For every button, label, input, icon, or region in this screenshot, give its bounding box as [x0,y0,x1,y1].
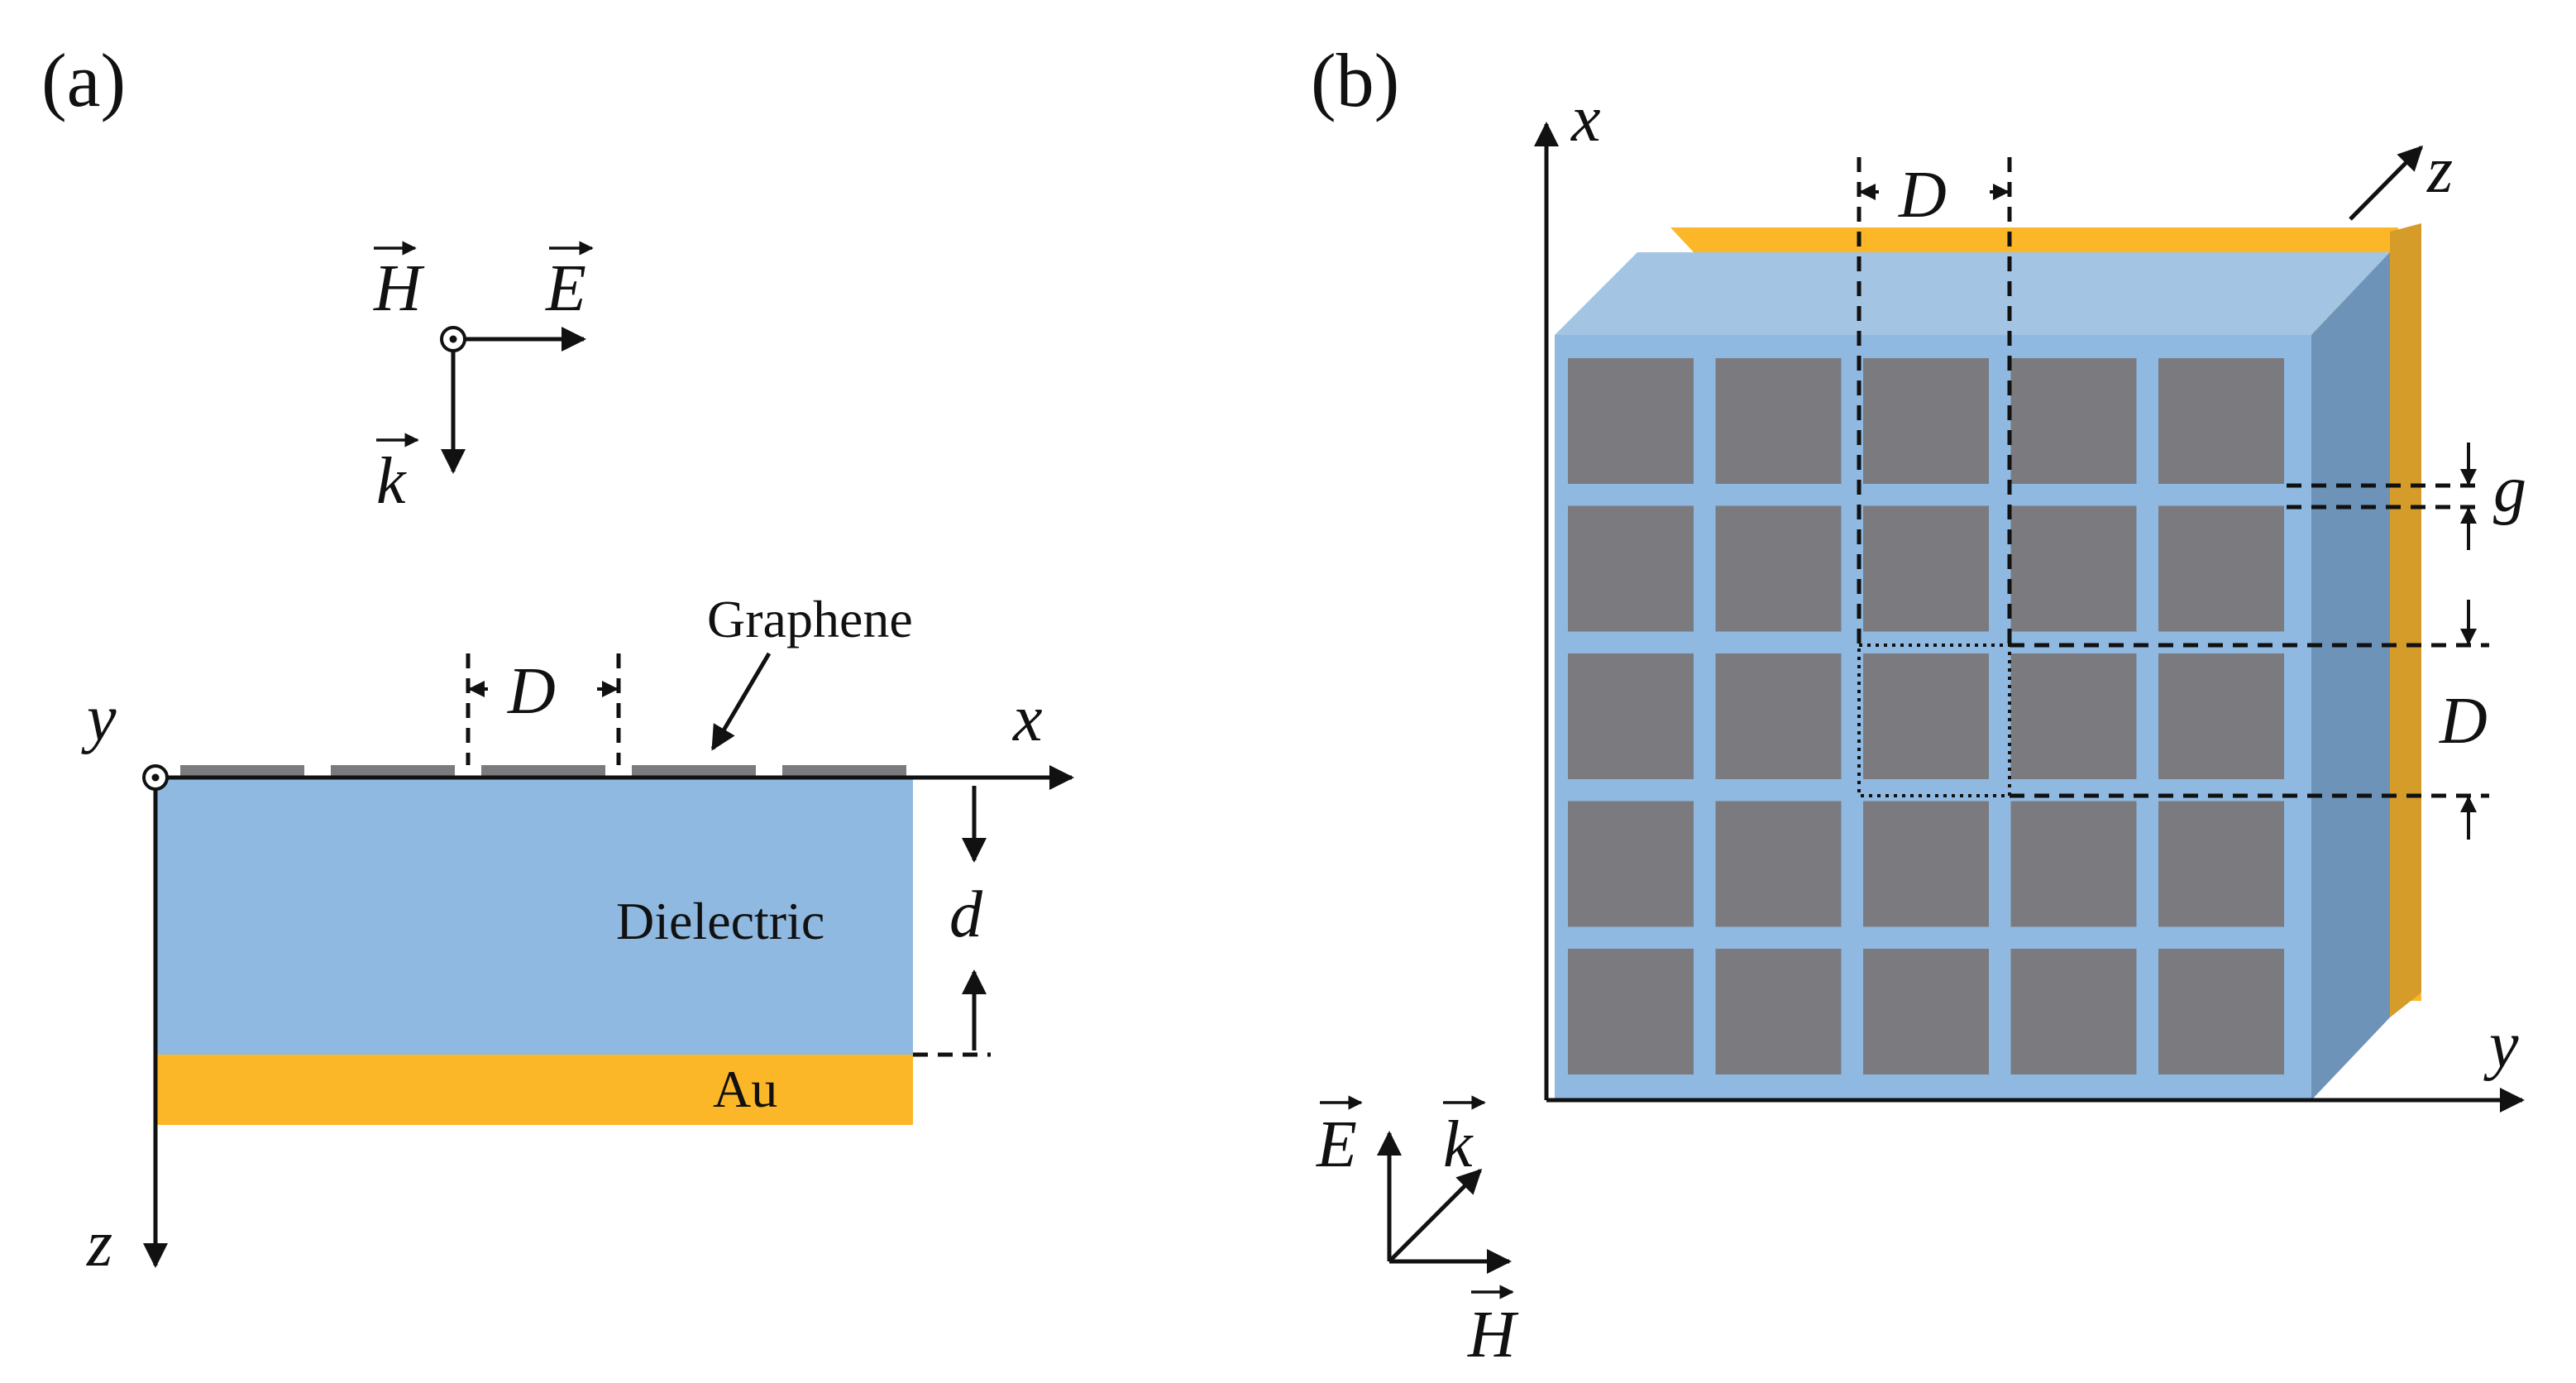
panel-a-field-triad: H E k [373,241,594,518]
dielectric-label: Dielectric [616,892,824,950]
e-field-label: E [545,252,586,325]
y-axis-b-label: y [2483,1009,2519,1082]
graphene-strip [481,765,605,777]
gold-backplane-side [2390,223,2421,1017]
x-axis-label: x [1012,682,1043,755]
right-period-d-label: D [2439,685,2488,758]
graphene-patch [1715,358,1842,484]
graphene-strip [331,765,455,777]
graphene-patch [1863,653,1989,779]
h-field-dot-icon [449,335,457,343]
graphene-patch [1568,505,1694,632]
dielectric-top-face [1555,252,2390,335]
graphene-patch [2010,653,2137,779]
graphene-patch [1863,949,1989,1074]
gap-g-dimension: g [2287,443,2526,550]
graphene-patch [2010,358,2137,484]
h-field-b-label: H [1467,1299,1519,1371]
y-axis-label: y [81,682,117,755]
dielectric-layer [155,778,913,1055]
graphene-strip [632,765,756,777]
period-d-dimension: D [466,653,621,765]
e-field-b-label: E [1316,1108,1357,1181]
graphene-patch [2158,801,2284,927]
k-vector-label: k [376,445,407,518]
panel-a-label: (a) [41,38,126,122]
graphene-patch [1863,801,1989,927]
gold-substrate-layer [155,1055,913,1125]
graphene-patch [2010,801,2137,927]
graphene-patch [1568,653,1694,779]
graphene-patch [1568,358,1694,484]
graphene-patch [2158,949,2284,1074]
graphene-patch [2010,949,2137,1074]
x-axis-b-label: x [1570,83,1601,156]
unit-cell-outline [1857,644,2011,797]
k-vector-b-label: k [1443,1108,1474,1181]
graphene-patch [2158,505,2284,632]
y-axis-dot-icon [151,773,160,782]
h-field-label: H [373,252,425,325]
graphene-patch [1715,949,1842,1074]
thickness-d-dimension: d [913,786,991,1057]
graphene-label: Graphene [707,590,913,648]
graphene-patch [1568,949,1694,1074]
top-period-d-label: D [1898,159,1947,232]
gap-g-label: g [2493,453,2526,526]
graphene-strip [180,765,304,777]
graphene-strips [180,765,906,777]
top-period-dimension: D [1857,157,2012,645]
graphene-patch [1715,801,1842,927]
au-label: Au [713,1060,777,1118]
graphene-patch [1715,653,1842,779]
graphene-patch-grid [1568,358,2284,1074]
panel-b-label: (b) [1311,38,1399,122]
graphene-patch [1568,801,1694,927]
graphene-patch [2158,653,2284,779]
graphene-patch [2010,505,2137,632]
graphene-strip [782,765,906,777]
graphene-patch [1863,358,1989,484]
right-period-dimension: D [2010,600,2489,840]
panel-b: (b) x y z D g [1311,38,2526,1371]
z-axis-label: z [86,1208,112,1280]
z-axis-b-label: z [2426,134,2453,207]
thickness-d-label: d [949,878,983,951]
k-vector-arrow-b [1388,1168,1483,1263]
graphene-patch [1863,505,1989,632]
period-d-label: D [507,655,556,728]
z-axis-b [2349,145,2424,221]
graphene-pointer-arrow [710,652,772,751]
graphene-patch [1715,505,1842,632]
graphene-patch [2158,358,2284,484]
dielectric-side-face [2311,252,2390,1100]
panel-a: (a) H E k Dielectric Au [41,38,1074,1280]
panel-b-field-triad: E k H [1316,1095,1519,1371]
